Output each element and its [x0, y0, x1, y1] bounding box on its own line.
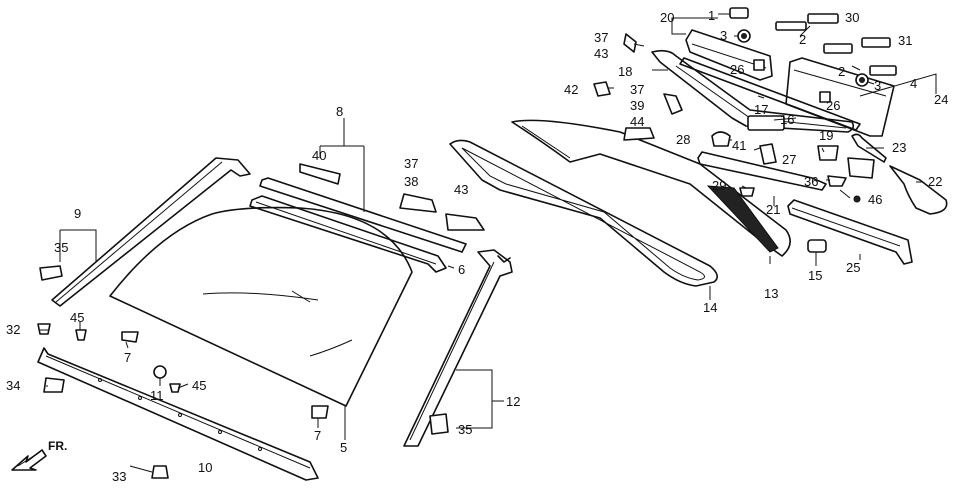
callout-16: 16 — [780, 112, 794, 127]
callout-22: 22 — [928, 174, 942, 189]
callout-11: 11 — [150, 388, 164, 403]
lower-moulding — [37, 347, 319, 481]
windshield-glass — [109, 206, 413, 407]
callout-labels: 20 1 30 3 2 31 37 43 2 4 18 26 3 42 37 2… — [6, 8, 948, 484]
right-pillar-moulding — [403, 249, 513, 447]
callout-40: 40 — [312, 148, 326, 163]
callout-43-top: 43 — [594, 46, 608, 61]
callout-3-right: 3 — [874, 78, 881, 93]
callout-37-top: 37 — [594, 30, 608, 45]
callout-44: 44 — [630, 114, 644, 129]
part-clips — [37, 7, 897, 479]
callout-8: 8 — [336, 104, 343, 119]
callout-36: 36 — [804, 174, 818, 189]
callout-2-right: 2 — [838, 64, 845, 79]
callout-39: 39 — [630, 98, 644, 113]
callout-1: 1 — [708, 8, 715, 23]
callout-43-mid: 43 — [454, 182, 468, 197]
callout-12: 12 — [506, 394, 520, 409]
callout-4: 4 — [910, 76, 917, 91]
leader-lines — [40, 13, 937, 473]
callout-15: 15 — [808, 268, 822, 283]
callout-2-top: 2 — [799, 32, 806, 47]
callout-9: 9 — [74, 206, 81, 221]
callout-45-mid: 45 — [192, 378, 206, 393]
left-side-moulding — [51, 157, 251, 307]
callout-34: 34 — [6, 378, 20, 393]
callout-23: 23 — [892, 140, 906, 155]
callout-38: 38 — [404, 174, 418, 189]
callout-17: 17 — [754, 102, 768, 117]
front-direction-indicator: FR. — [11, 439, 67, 471]
callout-19: 19 — [819, 128, 833, 143]
callout-35-right: 35 — [458, 422, 472, 437]
callout-26-right: 26 — [826, 98, 840, 113]
callout-24: 24 — [934, 92, 948, 107]
callout-28: 28 — [676, 132, 690, 147]
callout-37-low: 37 — [404, 156, 418, 171]
callout-5: 5 — [340, 440, 347, 455]
callout-7-left: 7 — [124, 350, 131, 365]
callout-3-top: 3 — [720, 28, 727, 43]
callout-27: 27 — [782, 152, 796, 167]
callout-21: 21 — [766, 202, 780, 217]
callout-25: 25 — [846, 260, 860, 275]
callout-45-left: 45 — [70, 310, 84, 325]
callout-18: 18 — [618, 64, 632, 79]
side-garnish — [697, 133, 948, 265]
front-direction-label: FR. — [48, 439, 67, 453]
callout-20: 20 — [660, 10, 674, 25]
upper-moulding — [249, 177, 467, 273]
callout-29: 29 — [712, 178, 726, 193]
rear-window-glass — [511, 119, 791, 257]
callout-37-mid: 37 — [630, 82, 644, 97]
dam-rubber — [449, 139, 718, 287]
callout-46: 46 — [868, 192, 882, 207]
callout-31: 31 — [898, 33, 912, 48]
callout-14: 14 — [703, 300, 717, 315]
callout-6: 6 — [458, 262, 465, 277]
callout-32: 32 — [6, 322, 20, 337]
callout-10: 10 — [198, 460, 212, 475]
callout-33: 33 — [112, 469, 126, 484]
callout-13: 13 — [764, 286, 778, 301]
callout-7-right: 7 — [314, 428, 321, 443]
callout-41: 41 — [732, 138, 746, 153]
callout-35-left: 35 — [54, 240, 68, 255]
callout-30: 30 — [845, 10, 859, 25]
callout-26-left: 26 — [730, 62, 744, 77]
spoiler-assembly — [651, 29, 895, 137]
callout-42: 42 — [564, 82, 578, 97]
